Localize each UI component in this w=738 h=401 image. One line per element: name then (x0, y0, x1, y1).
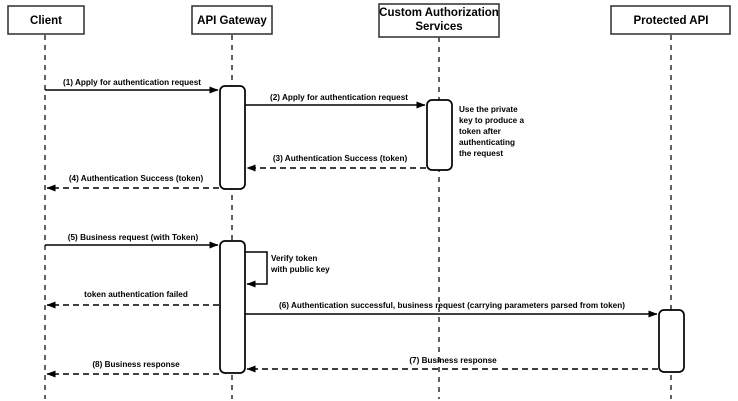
activation-gateway-business[interactable] (219, 240, 246, 374)
message-2-label: (2) Apply for authentication request (270, 93, 408, 102)
participant-label-custom-authorization-services-line2: Services (415, 21, 462, 33)
message-4-label: (4) Authentication Success (token) (69, 174, 204, 183)
note-private-key: Use the private key to produce a token a… (459, 105, 525, 158)
note-private-key-line-3: token after (459, 127, 502, 136)
participant-label-custom-authorization-services-line1: Custom Authorization (379, 7, 499, 19)
message-self-verify[interactable]: Verify token with public key (245, 251, 330, 288)
participant-label-client: Client (30, 15, 62, 27)
message-3[interactable]: (3) Authentication Success (token) (246, 154, 426, 172)
message-self-verify-label-line1: Verify token (271, 254, 317, 263)
activations-group (219, 85, 685, 374)
message-self-verify-line (245, 251, 268, 288)
message-6-label: (6) Authentication successful, business … (279, 301, 625, 310)
message-token-authentication-failed-label: token authentication failed (84, 290, 188, 299)
message-7-label: (7) Business response (409, 356, 497, 365)
participant-label-api-gateway: API Gateway (197, 15, 267, 27)
message-8-label: (8) Business response (92, 360, 180, 369)
message-1[interactable]: (1) Apply for authentication request (45, 78, 219, 94)
message-5-label: (5) Business request (with Token) (68, 233, 199, 242)
message-2[interactable]: (2) Apply for authentication request (245, 93, 426, 109)
message-3-label: (3) Authentication Success (token) (273, 154, 408, 163)
message-self-verify-label-line2: with public key (270, 265, 330, 274)
message-6[interactable]: (6) Authentication successful, business … (245, 301, 658, 318)
message-5[interactable]: (5) Business request (with Token) (45, 233, 219, 249)
participant-protected-api[interactable]: Protected API (610, 5, 731, 35)
note-private-key-line-1: Use the private (459, 105, 518, 114)
activation-protected-api[interactable] (658, 309, 685, 373)
note-private-key-line-2: key to produce a (459, 116, 525, 125)
participant-custom-authorization-services[interactable]: Custom Authorization Services (378, 3, 500, 38)
activation-auth-service[interactable] (426, 99, 453, 171)
note-private-key-line-5: the request (459, 149, 503, 158)
message-4[interactable]: (4) Authentication Success (token) (46, 174, 219, 192)
message-8[interactable]: (8) Business response (46, 360, 219, 378)
activation-gateway-auth[interactable] (219, 85, 246, 190)
participant-label-protected-api: Protected API (634, 15, 709, 27)
message-token-authentication-failed[interactable]: token authentication failed (46, 290, 219, 309)
message-1-label: (1) Apply for authentication request (63, 78, 201, 87)
participant-client[interactable]: Client (7, 5, 85, 35)
note-private-key-line-4: authenticating (459, 138, 515, 147)
participant-api-gateway[interactable]: API Gateway (191, 5, 273, 35)
message-7[interactable]: (7) Business response (246, 356, 658, 373)
